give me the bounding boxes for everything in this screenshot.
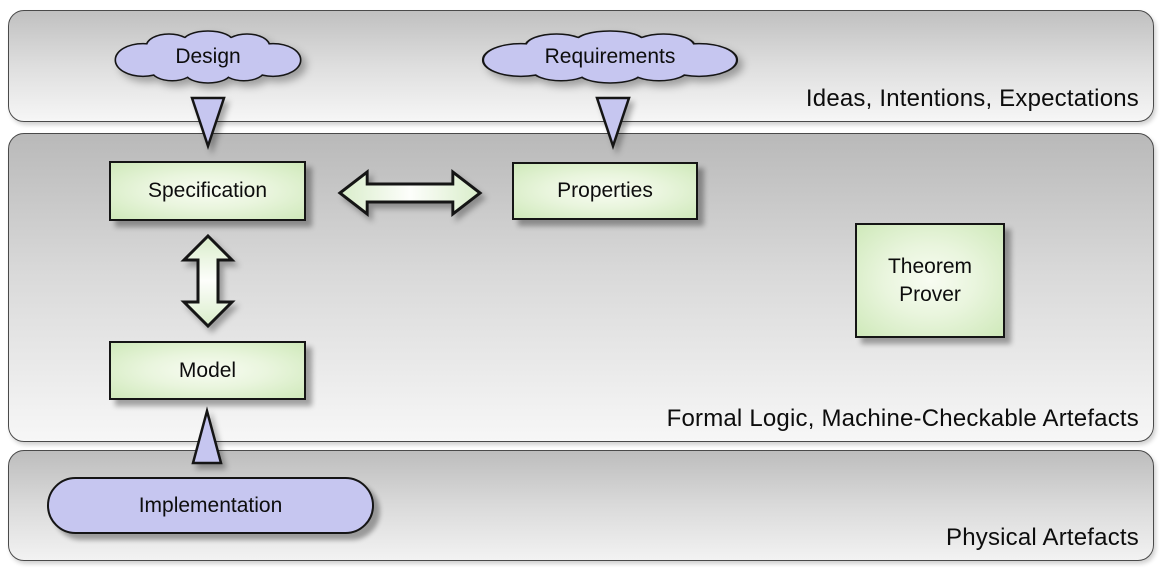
node-specification: Specification xyxy=(109,161,306,221)
band-formal-label: Formal Logic, Machine-Checkable Artefact… xyxy=(666,405,1139,432)
double-arrow-specification-properties xyxy=(337,169,483,217)
double-arrow-specification-model xyxy=(180,233,236,329)
node-properties-label: Properties xyxy=(557,179,653,202)
node-model-label: Model xyxy=(178,358,237,382)
arrow-implementation-to-model xyxy=(191,406,223,465)
node-implementation-label: Implementation xyxy=(138,493,283,517)
node-specification-label: Specification xyxy=(147,179,268,202)
band-physical-label: Physical Artefacts xyxy=(945,524,1139,551)
node-requirements-label: Requirements xyxy=(544,45,676,68)
arrow-design-to-specification xyxy=(190,96,226,150)
node-design: Design xyxy=(108,28,308,86)
node-properties: Properties xyxy=(512,162,698,220)
node-requirements: Requirements xyxy=(473,28,747,86)
node-theorem-prover-label: Theorem Prover xyxy=(887,255,973,306)
band-ideas-label: Ideas, Intentions, Expectations xyxy=(805,85,1139,112)
node-theorem-prover: Theorem Prover xyxy=(855,223,1005,338)
arrow-requirements-to-properties xyxy=(595,96,631,150)
node-design-label: Design xyxy=(175,45,241,68)
node-implementation: Implementation xyxy=(47,477,374,534)
node-model: Model xyxy=(109,341,306,400)
